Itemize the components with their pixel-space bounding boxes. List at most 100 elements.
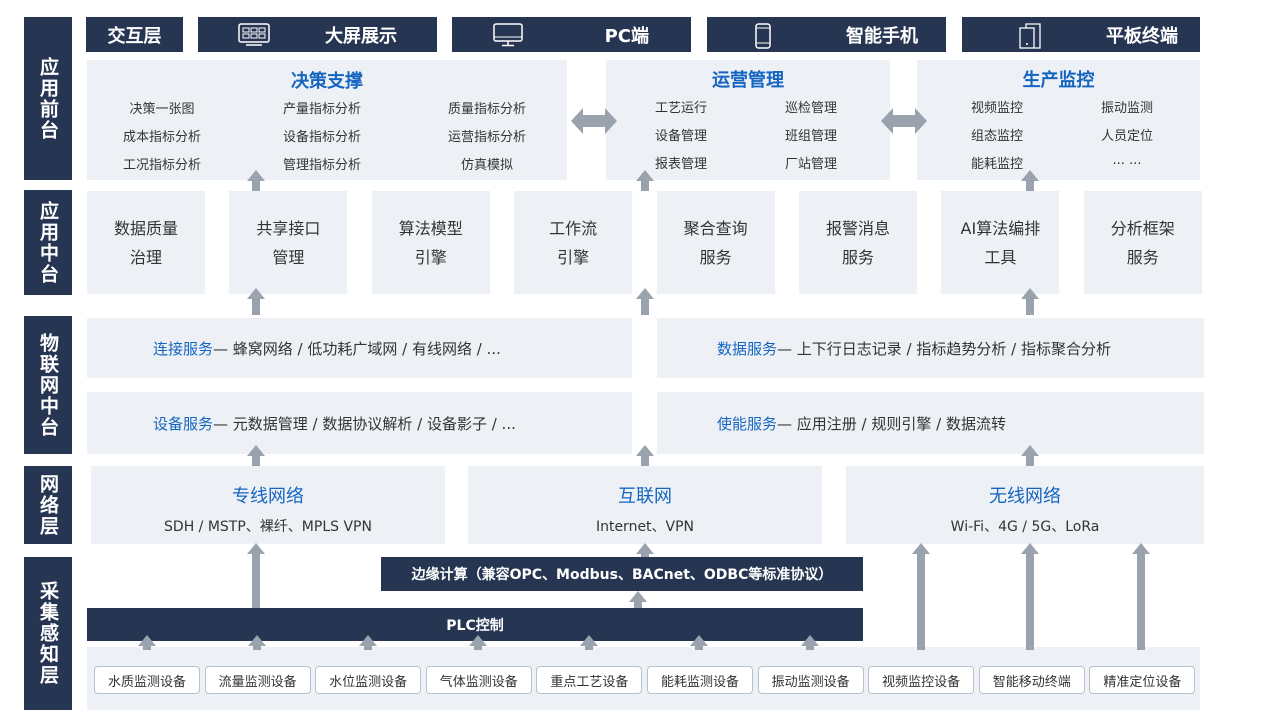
module-line: 共享接口 — [256, 218, 321, 238]
feature-item: 设备管理 — [654, 129, 707, 144]
device-item: 振动监测设备 — [757, 666, 864, 694]
terminal-phone: 智能手机 — [707, 17, 946, 52]
device-item: 精准定位设备 — [1089, 666, 1196, 694]
feature-item: 班组管理 — [784, 129, 837, 144]
feature-item: 人员定位 — [1100, 129, 1153, 144]
tablet-icon — [1019, 23, 1041, 49]
network-sub: Wi-Fi、4G / 5G、LoRa — [950, 519, 1100, 535]
up-arrow-icon — [1021, 170, 1039, 191]
feature-item: 工况指标分析 — [122, 158, 201, 173]
layer-label-app-front: 应用前台 — [24, 17, 72, 180]
platform-module: 算法模型引擎 — [371, 191, 490, 294]
module-line: 工作流 — [549, 218, 598, 238]
terminal-label: PC端 — [604, 25, 649, 47]
module-line: 引擎 — [414, 247, 447, 267]
feature-item: 管理指标分析 — [282, 158, 361, 173]
up-arrow-icon — [580, 635, 598, 650]
terminal-label: 智能手机 — [846, 25, 918, 47]
up-arrow-icon — [629, 591, 647, 608]
layer-label-network: 网络层 — [24, 466, 72, 544]
device-item: 视频监控设备 — [868, 666, 975, 694]
module-line: 管理 — [272, 247, 305, 267]
feature-item: 能耗监控 — [970, 157, 1023, 172]
feature-item: 质量指标分析 — [447, 102, 526, 117]
device-item: 水质监测设备 — [94, 666, 200, 694]
module-line: 算法模型 — [398, 218, 463, 238]
feature-item: ... ... — [1112, 153, 1142, 168]
feature-item: 成本指标分析 — [122, 130, 201, 145]
module-line: 引擎 — [557, 247, 590, 267]
feature-item: 厂站管理 — [784, 157, 837, 172]
up-arrow-icon — [247, 543, 265, 608]
terminal-label: 大屏展示 — [325, 25, 397, 47]
feature-item: 设备指标分析 — [282, 130, 361, 145]
module-line: 服务 — [1126, 247, 1159, 267]
edge-computing: 边缘计算（兼容OPC、Modbus、BACnet、ODBC等标准协议） — [381, 557, 863, 591]
double-arrow-icon — [571, 108, 617, 134]
layer-label-app-middle: 应用中台 — [24, 190, 72, 295]
feature-item: 决策一张图 — [129, 102, 195, 117]
network-title: 无线网络 — [989, 486, 1061, 507]
service-desc: — 蜂窝网络 / 低功耗广域网 / 有线网络 / ... — [213, 339, 501, 358]
up-arrow-icon — [1021, 543, 1039, 650]
up-arrow-icon — [912, 543, 930, 650]
device-item: 水位监测设备 — [315, 666, 422, 694]
panel-decision-support: 决策支撑 决策一张图产量指标分析质量指标分析 成本指标分析设备指标分析运营指标分… — [87, 60, 567, 180]
phone-icon — [755, 23, 771, 49]
platform-module: 报警消息服务 — [799, 191, 917, 294]
up-arrow-icon — [690, 635, 708, 650]
platform-module: 数据质量治理 — [87, 191, 205, 294]
monitor-icon — [493, 23, 523, 47]
panel-title: 生产监控 — [1022, 70, 1095, 91]
panel-operation-management: 运营管理 工艺运行巡检管理 设备管理班组管理 报表管理厂站管理 — [606, 60, 890, 180]
platform-module: 共享接口管理 — [229, 191, 348, 294]
device-item: 能耗监测设备 — [647, 666, 753, 694]
network-sub: Internet、VPN — [595, 519, 695, 535]
iot-connection-service: 连接服务 — 蜂窝网络 / 低功耗广域网 / 有线网络 / ... — [87, 318, 632, 378]
up-arrow-icon — [1021, 445, 1039, 466]
layer-label-iot-middle: 物联网中台 — [24, 316, 72, 454]
up-arrow-icon — [359, 635, 377, 650]
network-title: 专线网络 — [232, 486, 304, 507]
terminal-tablet: 平板终端 — [962, 17, 1200, 52]
feature-item: 报表管理 — [654, 157, 707, 172]
up-arrow-icon — [247, 445, 265, 466]
up-arrow-icon — [636, 543, 654, 557]
up-arrow-icon — [247, 170, 265, 191]
service-desc: — 应用注册 / 规则引擎 / 数据流转 — [777, 414, 1006, 433]
device-item: 气体监测设备 — [425, 666, 532, 694]
up-arrow-icon — [247, 288, 265, 315]
up-arrow-icon — [636, 445, 654, 466]
interaction-layer-label: 交互层 — [86, 17, 183, 52]
iot-data-service: 数据服务 — 上下行日志记录 / 指标趋势分析 / 指标聚合分析 — [657, 318, 1204, 378]
module-line: 治理 — [129, 247, 162, 267]
device-item: 流量监测设备 — [204, 666, 311, 694]
iot-device-service: 设备服务 — 元数据管理 / 数据协议解析 / 设备影子 / ... — [87, 392, 632, 454]
terminal-big-screen: 大屏展示 — [198, 17, 437, 52]
module-line: 工具 — [984, 247, 1017, 267]
module-line: 报警消息 — [825, 218, 890, 238]
service-desc: — 上下行日志记录 / 指标趋势分析 / 指标聚合分析 — [777, 339, 1111, 358]
service-desc: — 元数据管理 / 数据协议解析 / 设备影子 / ... — [213, 414, 516, 433]
panel-title: 决策支撑 — [291, 71, 363, 92]
service-name: 使能服务 — [717, 414, 778, 433]
screen-grid-icon — [238, 23, 270, 46]
platform-module: 聚合查询服务 — [656, 191, 775, 294]
up-arrow-icon — [801, 635, 819, 650]
up-arrow-icon — [1132, 543, 1150, 650]
up-arrow-icon — [248, 635, 266, 650]
up-arrow-icon — [1021, 288, 1039, 315]
iot-enable-service: 使能服务 — 应用注册 / 规则引擎 / 数据流转 — [657, 392, 1204, 454]
module-line: 服务 — [699, 247, 732, 267]
up-arrow-icon — [636, 288, 654, 315]
device-item: 智能移动终端 — [978, 666, 1085, 694]
module-line: 聚合查询 — [683, 218, 748, 238]
feature-item: 巡检管理 — [784, 101, 837, 116]
module-line: 服务 — [841, 247, 874, 267]
service-name: 数据服务 — [717, 339, 778, 358]
network-wireless: 无线网络 Wi-Fi、4G / 5G、LoRa — [846, 466, 1204, 544]
double-arrow-icon — [881, 108, 927, 134]
feature-item: 仿真模拟 — [460, 158, 513, 173]
feature-item: 工艺运行 — [654, 101, 707, 116]
